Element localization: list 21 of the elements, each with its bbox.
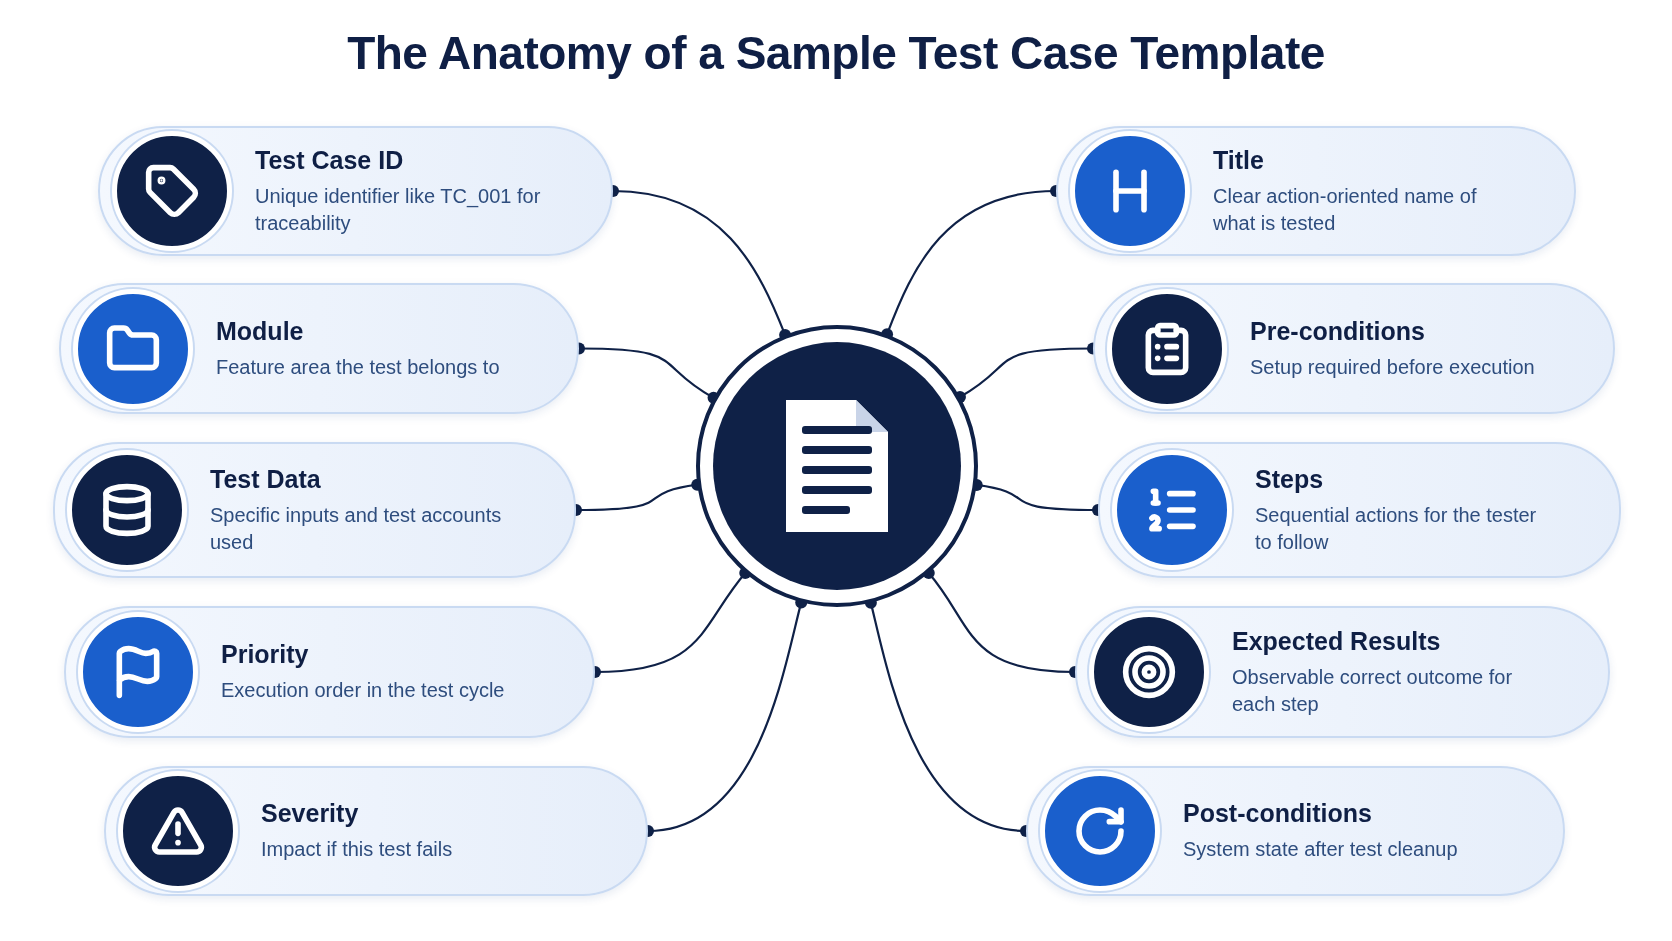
card-description: Feature area the test belongs to	[216, 354, 500, 380]
card-description: Execution order in the test cycle	[221, 678, 505, 703]
card-heading: Pre-conditions	[1250, 316, 1426, 346]
card-heading: Test Case ID	[255, 145, 405, 175]
card-description: Sequential actions for the tester to follow	[1255, 502, 1538, 555]
card-description: System state after test cleanup	[1183, 837, 1458, 862]
card-description: Impact if this test fails	[261, 837, 453, 862]
card-heading: Priority	[221, 640, 310, 669]
card-heading: Expected Results	[1232, 626, 1442, 656]
card-description: Specific inputs and test accounts used	[210, 502, 503, 555]
card-description: Clear action-oriented name of what is tested	[1213, 183, 1478, 236]
card-heading: Severity	[261, 799, 360, 828]
card-heading: Post-conditions	[1183, 799, 1373, 828]
card-heading: Steps	[1255, 464, 1325, 494]
card-description: Unique identifier like TC_001 for traceability	[255, 183, 542, 236]
diagram-title: The Anatomy of a Sample Test Case Template	[347, 26, 1325, 80]
card-heading: Test Data	[210, 464, 322, 494]
card-description: Setup required before execution	[1250, 354, 1535, 380]
card-heading: Module	[216, 316, 305, 346]
card-description: Observable correct outcome for each step	[1232, 664, 1514, 717]
card-heading: Title	[1213, 145, 1265, 175]
